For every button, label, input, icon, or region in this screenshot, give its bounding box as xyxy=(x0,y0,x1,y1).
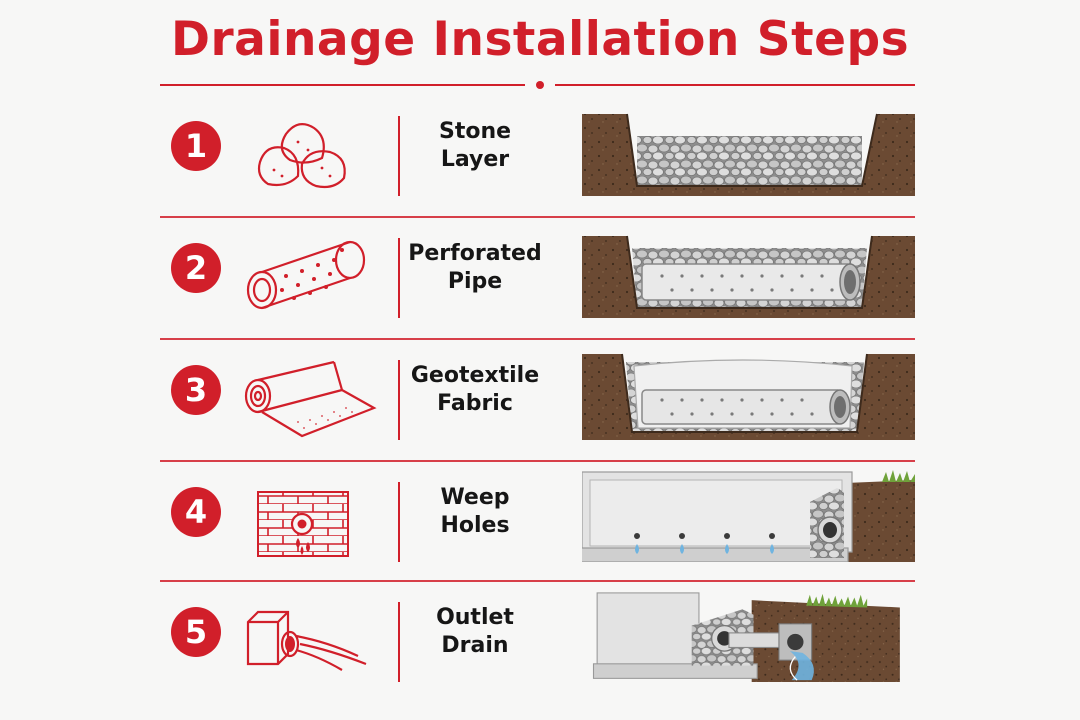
step-label: Perforated Pipe xyxy=(400,218,550,318)
step-label-line1: Outlet xyxy=(436,605,514,630)
step-2: 2 Perforated Pipe xyxy=(160,218,915,338)
step-3: 3 Geotextile Fabric xyxy=(160,340,915,460)
step-1: 1 Stone Layer xyxy=(160,96,915,216)
fabric-roll-icon xyxy=(244,360,377,438)
outlet-pipe-icon xyxy=(246,610,367,671)
step-4: 4 Weep Holes xyxy=(160,462,915,582)
step-label: Weep Holes xyxy=(400,462,550,562)
step-5: 5 Outlet Drain xyxy=(160,582,915,702)
step-label-line2: Pipe xyxy=(447,269,503,294)
outlet-drain-discharge-illustration xyxy=(592,592,900,682)
step-separator xyxy=(160,460,915,462)
page-title: Drainage Installation Steps xyxy=(170,12,910,67)
step-label-line2: Layer xyxy=(440,147,510,172)
gravel-trench-illustration xyxy=(582,113,915,196)
foundation-weep-holes-illustration xyxy=(582,470,915,562)
step-label: Geotextile Fabric xyxy=(400,340,550,440)
pipe-in-gravel-trench-illustration xyxy=(582,235,915,318)
step-separator xyxy=(160,216,915,218)
step-label-line1: Geotextile xyxy=(410,363,540,388)
step-number-badge: 3 xyxy=(171,365,221,415)
title-divider-right xyxy=(555,84,915,86)
step-separator xyxy=(160,580,915,582)
step-label: Outlet Drain xyxy=(400,582,550,682)
fabric-wrapped-pipe-trench-illustration xyxy=(582,353,915,440)
step-divider xyxy=(398,360,400,440)
step-label: Stone Layer xyxy=(400,96,550,196)
step-label-line1: Perforated xyxy=(408,241,542,266)
step-divider xyxy=(398,482,400,562)
step-label-line1: Stone xyxy=(438,119,512,144)
step-number-badge: 2 xyxy=(171,243,221,293)
step-divider xyxy=(398,116,400,196)
step-label-line1: Weep xyxy=(440,485,510,510)
brick-wall-weep-hole-icon xyxy=(257,491,349,557)
step-label-line2: Fabric xyxy=(437,391,513,416)
step-number-badge: 4 xyxy=(171,487,221,537)
step-label-line2: Drain xyxy=(441,633,509,658)
step-separator xyxy=(160,338,915,340)
title-divider-left xyxy=(160,84,525,86)
step-number-badge: 5 xyxy=(171,607,221,657)
title-divider-dot xyxy=(536,81,544,89)
stones-icon xyxy=(257,123,346,189)
step-label-line2: Holes xyxy=(440,513,510,538)
step-divider xyxy=(398,602,400,682)
step-divider xyxy=(398,238,400,318)
perforated-pipe-icon xyxy=(246,240,366,310)
step-number-badge: 1 xyxy=(171,121,221,171)
